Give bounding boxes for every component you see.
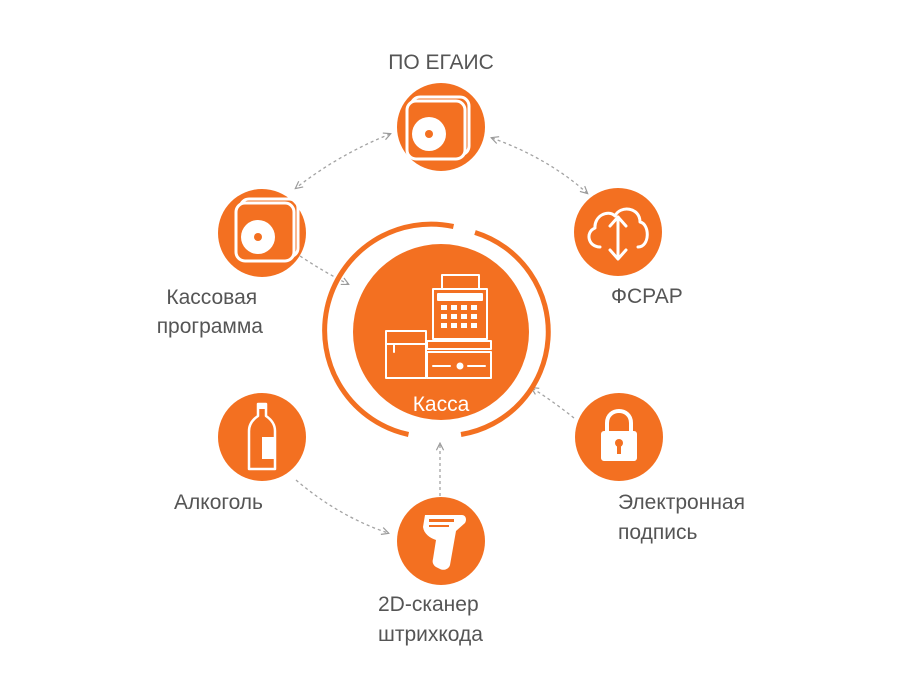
node-signature[interactable]: Электронная подпись: [575, 393, 751, 544]
node-egais[interactable]: ПО ЕГАИС: [388, 51, 494, 171]
node-alcohol[interactable]: Алкоголь: [174, 393, 306, 514]
node-scanner[interactable]: 2D-сканер штрихкода: [378, 497, 485, 646]
padlock-icon: [601, 409, 637, 461]
node-signature-label: Электронная подпись: [618, 491, 751, 544]
node-scanner-label: 2D-сканер штрихкода: [378, 593, 484, 646]
barcode-scanner-icon: [423, 515, 466, 570]
connector-alcohol-scanner: [295, 479, 388, 533]
disc-icon: [234, 197, 300, 263]
disc-icon: [405, 95, 471, 161]
connectors: [296, 134, 587, 533]
node-cash-program[interactable]: Кассовая программа: [157, 189, 306, 338]
node-signature-label-line: подпись: [618, 521, 697, 544]
cash-register-icon: [385, 274, 492, 379]
outer-ring-left: [322, 221, 455, 437]
center-node[interactable]: Касса: [322, 221, 551, 437]
outer-ring-right: [460, 230, 551, 437]
node-cash-program-label: Кассовая программа: [157, 286, 264, 338]
bottle-icon: [247, 402, 277, 471]
node-cash-program-label-line: Кассовая: [166, 286, 257, 309]
cloud-sync-icon: [587, 207, 649, 261]
node-egais-label-line: ПО ЕГАИС: [388, 51, 494, 74]
node-fsrar[interactable]: ФСРАР: [574, 188, 683, 308]
node-scanner-label-line: 2D-сканер: [378, 593, 479, 616]
connector-signature-center: [532, 388, 575, 419]
node-alcohol-label-line: Алкоголь: [174, 491, 263, 514]
node-signature-label-line: Электронная: [618, 491, 745, 514]
node-fsrar-label-line: ФСРАР: [611, 285, 683, 308]
node-fsrar-label: ФСРАР: [611, 285, 683, 308]
node-scanner-label-line: штрихкода: [378, 623, 483, 646]
node-egais-label: ПО ЕГАИС: [388, 51, 494, 74]
center-label: Касса: [413, 393, 470, 416]
node-cash-program-label-line: программа: [157, 315, 264, 338]
connector-egais-cash-program: [296, 134, 390, 188]
connector-egais-fsrar: [492, 138, 587, 193]
node-alcohol-label: Алкоголь: [174, 491, 263, 514]
